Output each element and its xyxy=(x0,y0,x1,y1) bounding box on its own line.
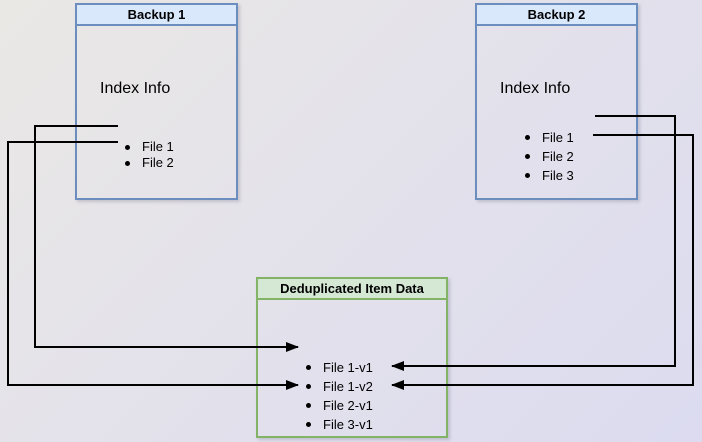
list-item: File 1-v2 xyxy=(258,377,446,396)
list-item: File 3-v1 xyxy=(258,415,446,434)
list-item: File 1 xyxy=(77,139,236,155)
item-label: File 1-v1 xyxy=(323,360,373,375)
backup1-box: Backup 1 Index Info File 1 File 2 xyxy=(75,3,238,200)
list-item: File 1 xyxy=(477,128,636,147)
bullet-icon xyxy=(306,422,311,427)
bullet-icon xyxy=(525,173,530,178)
list-item: File 2-v1 xyxy=(258,396,446,415)
list-item: File 2 xyxy=(77,155,236,171)
dedup-header: Deduplicated Item Data xyxy=(258,279,446,300)
backup2-file-list: File 1 File 2 File 3 xyxy=(477,128,636,185)
file-label: File 2 xyxy=(542,149,574,164)
file-label: File 2 xyxy=(142,155,174,170)
file-label: File 3 xyxy=(542,168,574,183)
item-label: File 1-v2 xyxy=(323,379,373,394)
list-item: File 3 xyxy=(477,166,636,185)
file-label: File 1 xyxy=(542,130,574,145)
bullet-icon xyxy=(125,144,130,150)
bullet-icon xyxy=(525,135,530,140)
backup2-title: Backup 2 xyxy=(527,7,586,22)
file-label: File 1 xyxy=(142,139,174,154)
dedup-title: Deduplicated Item Data xyxy=(280,281,424,296)
item-label: File 3-v1 xyxy=(323,417,373,432)
backup1-title: Backup 1 xyxy=(127,7,186,22)
bullet-icon xyxy=(306,365,311,370)
bullet-icon xyxy=(306,384,311,389)
dedup-item-list: File 1-v1 File 1-v2 File 2-v1 File 3-v1 xyxy=(258,358,446,434)
backup2-header: Backup 2 xyxy=(477,5,636,26)
item-label: File 2-v1 xyxy=(323,398,373,413)
list-item: File 2 xyxy=(477,147,636,166)
backup2-box: Backup 2 Index Info File 1 File 2 File 3 xyxy=(475,3,638,200)
backup2-subtitle: Index Info xyxy=(500,80,571,97)
deduplicated-item-data-box: Deduplicated Item Data File 1-v1 File 1-… xyxy=(256,277,448,438)
bullet-icon xyxy=(525,154,530,159)
backup1-header: Backup 1 xyxy=(77,5,236,26)
list-item: File 1-v1 xyxy=(258,358,446,377)
bullet-icon xyxy=(306,403,311,408)
bullet-icon xyxy=(125,160,130,166)
backup1-file-list: File 1 File 2 xyxy=(77,139,236,171)
backup1-subtitle: Index Info xyxy=(100,80,171,97)
